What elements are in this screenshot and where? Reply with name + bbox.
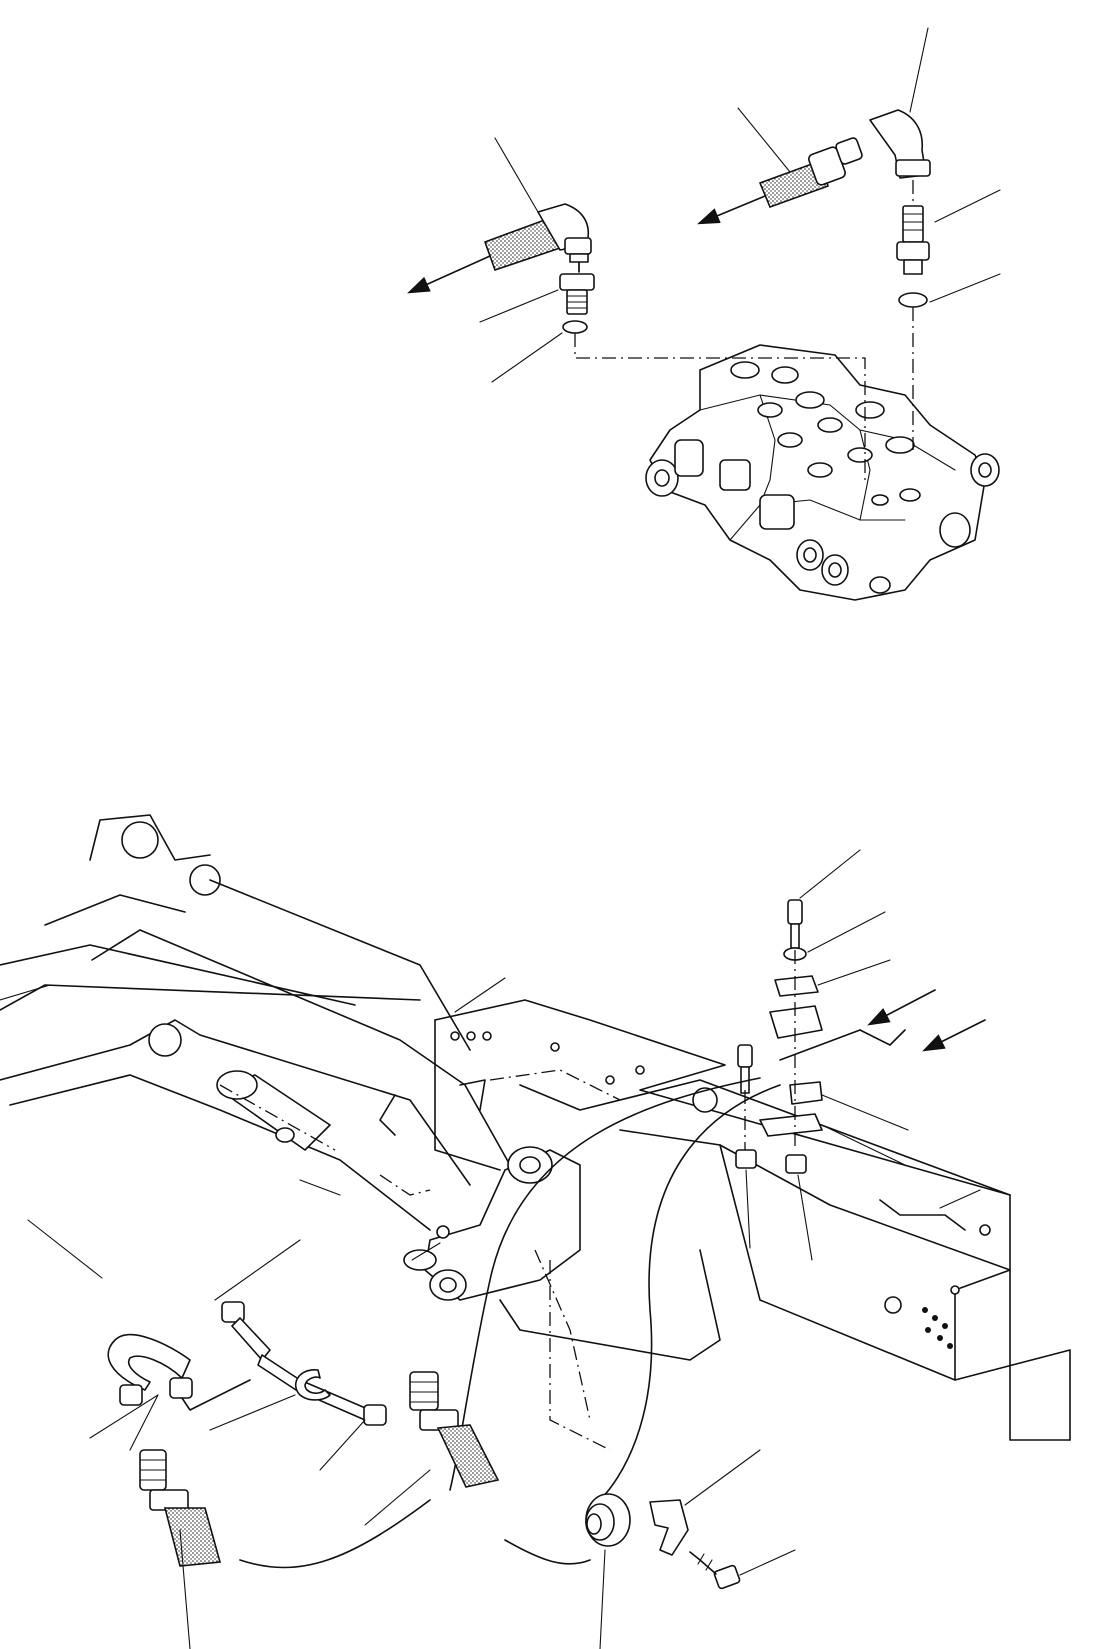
upper-left-adapter	[559, 273, 595, 315]
leader-clamp-bottom-plate	[821, 1124, 906, 1166]
flow-arrow-upper-left	[407, 255, 491, 294]
leader-clamp-bolt	[799, 849, 861, 899]
leader-upper-right-adapter	[934, 189, 1001, 223]
upper-right-elbow	[869, 109, 931, 179]
leader-coupler-nut	[319, 1419, 366, 1471]
flow-arrow-clamp-1	[867, 989, 936, 1026]
nut-left	[735, 1149, 757, 1169]
leader-bottom-hose-mid	[364, 1469, 431, 1526]
leader-upper-right-oring	[929, 273, 1001, 303]
flow-arrow-upper-right	[697, 195, 766, 225]
leader-bottom-screw	[739, 1549, 796, 1576]
leader-pivot	[299, 1179, 341, 1196]
control-valve-assembly	[407, 27, 1001, 601]
leader-upper-left-adapter	[479, 289, 559, 323]
control-valve-body	[645, 344, 1000, 601]
leader-frame-mount	[454, 977, 506, 1013]
leader-clamp-lower-block	[821, 1094, 909, 1131]
leader-clamp-top-plate	[817, 959, 891, 986]
leader-hose-coupler	[214, 1239, 301, 1301]
small-fittings	[403, 1225, 450, 1271]
leader-upper-left-hose	[494, 137, 539, 213]
upper-right-adapter	[896, 205, 930, 275]
leader-bottom-clip	[684, 1449, 761, 1506]
leader-frame-right	[939, 1189, 981, 1209]
leader-clamp-washer	[807, 911, 886, 953]
bottom-screw	[689, 1551, 741, 1590]
bottom-grommet	[585, 1493, 631, 1547]
clamp-lower-block	[789, 1081, 823, 1105]
leader-nut-left	[745, 1169, 751, 1249]
boom-frame	[0, 814, 1071, 1441]
upper-right-hose-fitting	[758, 137, 863, 209]
flow-arrow-clamp-2	[922, 1019, 986, 1052]
bottom-hose-left	[139, 1449, 222, 1567]
leader-bottom-hose-left	[179, 1529, 191, 1649]
leader-bottom-grommet	[599, 1549, 606, 1649]
leader-small-u-tube	[209, 1394, 296, 1431]
boom-and-frame-assembly	[0, 814, 1071, 1649]
leader-upper-left-oring	[491, 332, 563, 383]
upper-left-hose-fitting	[483, 203, 592, 273]
leader-u-tube	[27, 1219, 103, 1279]
leader-upper-right-elbow	[909, 27, 929, 113]
nut-right	[785, 1154, 807, 1174]
leader-upper-right-hose	[737, 107, 791, 173]
leader-boom-frame	[0, 984, 51, 1001]
clamp-bottom-plate	[759, 1113, 823, 1137]
clamp-bolt	[787, 899, 803, 925]
clamp-assembly	[735, 899, 906, 1174]
bottom-clip	[649, 1499, 689, 1556]
leader-u-tube-joint-2	[129, 1394, 159, 1451]
upper-left-oring	[562, 320, 588, 334]
bottom-hose-line-2	[599, 1084, 781, 1501]
bottom-hose-mid	[409, 1371, 500, 1488]
u-tube	[107, 1334, 251, 1411]
small-u-tube	[294, 1369, 331, 1401]
clamp-block	[769, 1005, 823, 1039]
hose-coupler	[221, 1301, 387, 1426]
leader-nut-right	[797, 1174, 813, 1261]
clamp-top-plate	[774, 975, 819, 997]
leader-u-tube-joint	[89, 1394, 159, 1439]
upper-right-oring	[898, 292, 928, 308]
